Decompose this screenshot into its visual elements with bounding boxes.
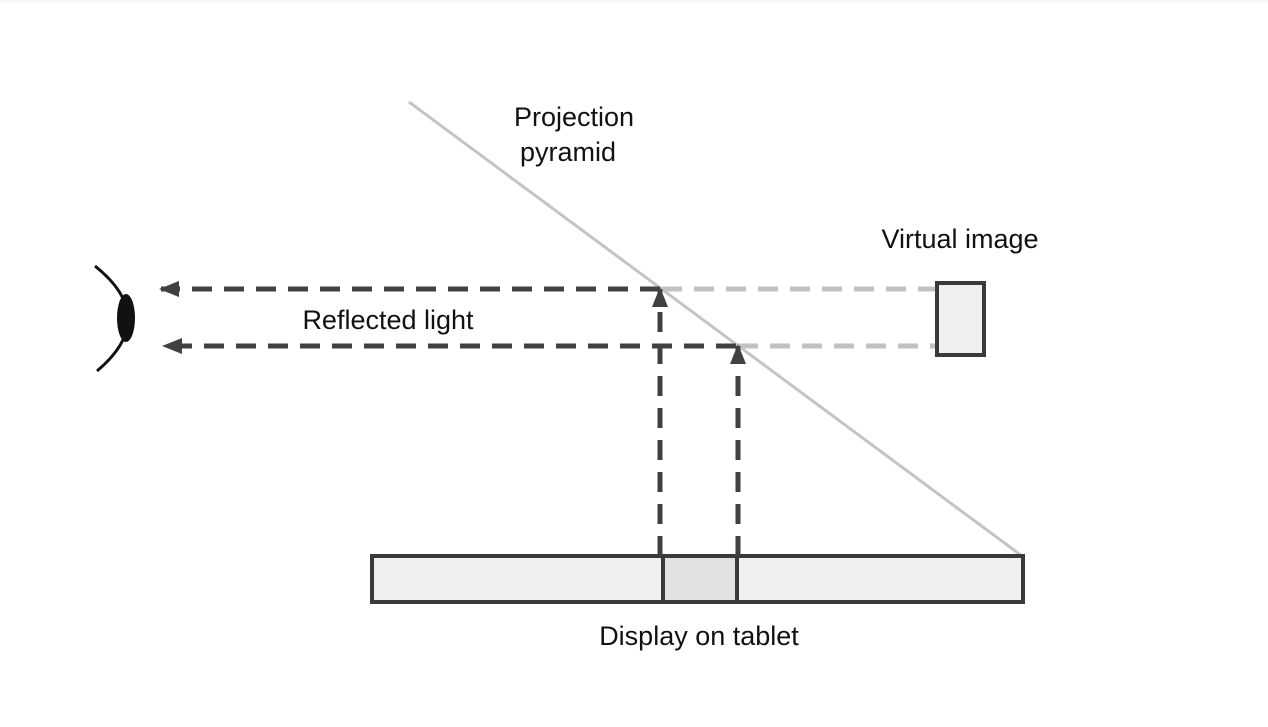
reflected-light-label: Reflected light xyxy=(302,305,474,335)
virtual-image-label: Virtual image xyxy=(881,224,1038,254)
tablet-display-highlight xyxy=(663,558,737,600)
projection-pyramid-line xyxy=(408,100,1023,558)
display-on-tablet-label: Display on tablet xyxy=(599,621,799,651)
virtual-image-box xyxy=(935,281,986,357)
projection-pyramid-label-line1: Projection xyxy=(514,102,634,132)
projection-pyramid-label-line2: pyramid xyxy=(520,137,616,167)
eye-icon xyxy=(94,264,135,373)
